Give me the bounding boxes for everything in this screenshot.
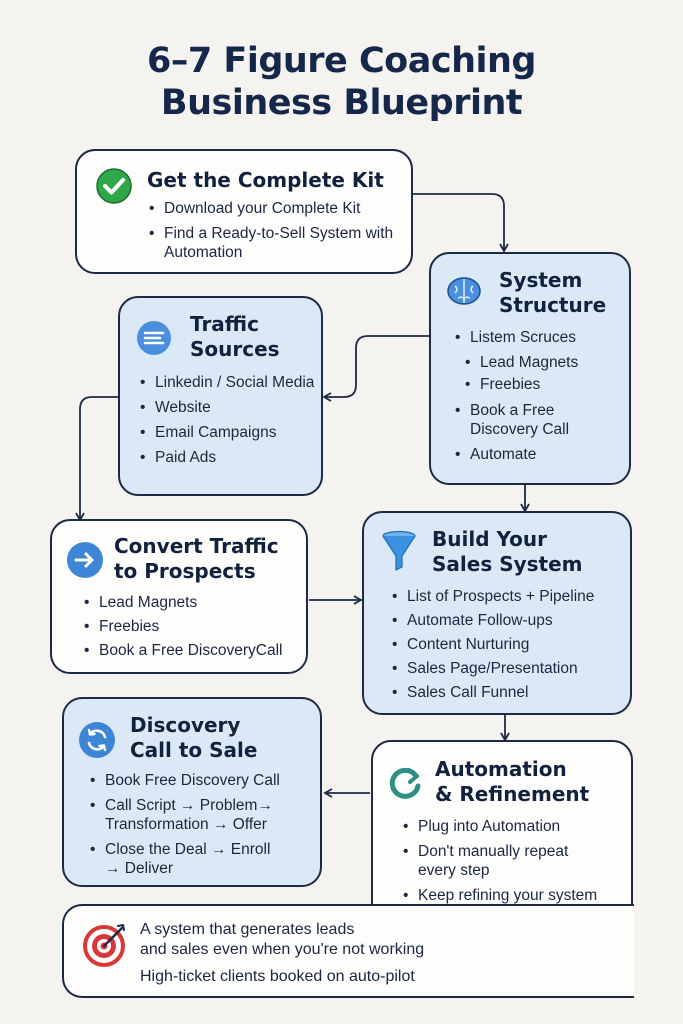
step-title: Automation& Refinement bbox=[435, 757, 590, 806]
list-item: Close the Deal → Enroll → Deliver bbox=[88, 840, 288, 878]
step-list: Lead Magnets Freebies Book a Free Discov… bbox=[82, 593, 307, 660]
list-item: Website bbox=[138, 398, 318, 417]
list-item: Find a Ready-to-Sell System with Automat… bbox=[147, 224, 402, 262]
list-item: Paid Ads bbox=[138, 448, 318, 467]
list-item: Sales Page/Presentation bbox=[390, 659, 630, 678]
list-item: Book a Free Discovery Call bbox=[453, 401, 595, 439]
step-list: Download your Complete Kit Find a Ready-… bbox=[147, 199, 402, 262]
page-title: 6–7 Figure Coaching Business Blueprint bbox=[0, 40, 683, 124]
list-item: Automate bbox=[453, 445, 623, 464]
step-list: Listem Scruces Lead Magnets Freebies Boo… bbox=[453, 328, 623, 464]
check-circle-icon bbox=[96, 168, 132, 209]
list-item: Book Free Discovery Call bbox=[88, 771, 288, 790]
arrow-right-circle-icon bbox=[66, 541, 104, 584]
arrow-kit-to-system bbox=[412, 193, 509, 253]
cycle-arrow-icon bbox=[385, 764, 425, 809]
step-list: Book Free Discovery Call Call Script → P… bbox=[88, 771, 288, 878]
list-item: Freebies bbox=[463, 375, 623, 394]
step-list: List of Prospects + Pipeline Automate Fo… bbox=[390, 587, 630, 702]
arrow-traffic-to-convert bbox=[75, 396, 118, 522]
list-item: Plug into Automation bbox=[401, 817, 601, 836]
menu-lines-icon bbox=[136, 320, 172, 361]
list-item: Lead Magnets bbox=[82, 593, 307, 612]
result-card: A system that generates leads and sales … bbox=[62, 904, 634, 998]
brain-icon bbox=[446, 275, 482, 312]
list-item: Email Campaigns bbox=[138, 423, 318, 442]
refresh-circle-icon bbox=[78, 721, 116, 764]
step-title: Get the Complete Kit bbox=[147, 168, 384, 192]
list-item: Listem Scruces bbox=[453, 328, 623, 347]
funnel-icon bbox=[381, 530, 417, 577]
list-item: Sales Call Funnel bbox=[390, 683, 630, 702]
list-item: Linkedin / Social Media bbox=[138, 373, 318, 392]
arrow-system-to-traffic bbox=[322, 335, 430, 402]
target-icon bbox=[82, 922, 128, 973]
title-line-2: Business Blueprint bbox=[160, 83, 523, 123]
step-list: Plug into Automation Don't manually repe… bbox=[401, 817, 601, 924]
list-item: Call Script → Problem→ Transformation → … bbox=[88, 796, 288, 834]
list-item: Book a Free DiscoveryCall bbox=[82, 641, 307, 660]
list-item: Don't manually repeat every step bbox=[401, 842, 601, 880]
list-item: List of Prospects + Pipeline bbox=[390, 587, 630, 606]
list-item: Download your Complete Kit bbox=[147, 199, 402, 218]
list-item: Lead Magnets bbox=[463, 353, 623, 372]
step-card-complete-kit: Get the Complete Kit Download your Compl… bbox=[75, 149, 413, 274]
result-subline: High-ticket clients booked on auto-pilot bbox=[140, 968, 415, 985]
title-line-1: 6–7 Figure Coaching bbox=[147, 41, 536, 81]
list-item: Freebies bbox=[82, 617, 307, 636]
step-card-discovery-call: DiscoveryCall to Sale Book Free Discover… bbox=[62, 697, 322, 887]
step-list: Linkedin / Social Media Website Email Ca… bbox=[138, 373, 318, 467]
result-headline: A system that generates leads and sales … bbox=[140, 921, 425, 958]
list-item: Content Nurturing bbox=[390, 635, 630, 654]
list-item: Automate Follow-ups bbox=[390, 611, 630, 630]
